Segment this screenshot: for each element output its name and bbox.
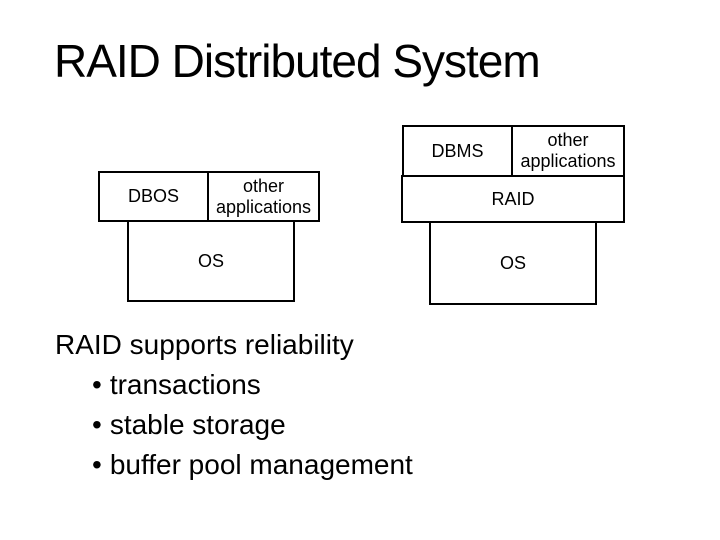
bullet-item: •transactions bbox=[55, 365, 413, 405]
bullet-item: •stable storage bbox=[55, 405, 413, 445]
bullet-item: •buffer pool management bbox=[55, 445, 413, 485]
raid-label: RAID bbox=[491, 188, 535, 209]
right-diagram-raid-box: RAID bbox=[401, 175, 625, 223]
right-diagram-os-box: OS bbox=[429, 221, 597, 305]
body-heading: RAID supports reliability bbox=[55, 329, 354, 360]
bullet-text: stable storage bbox=[109, 409, 286, 440]
bullet-marker-icon: • bbox=[92, 409, 102, 440]
bullet-marker-icon: • bbox=[92, 449, 102, 480]
other-applications-label: other applications bbox=[520, 130, 616, 171]
os-label: OS bbox=[499, 252, 526, 273]
left-diagram-other-applications-box: other applications bbox=[207, 171, 320, 222]
bullet-text: transactions bbox=[109, 369, 261, 400]
left-diagram-os-box: OS bbox=[127, 220, 295, 302]
body-text-block: RAID supports reliability •transactions … bbox=[55, 325, 413, 485]
dbms-label: DBMS bbox=[431, 140, 484, 161]
bullet-marker-icon: • bbox=[92, 369, 102, 400]
dbos-label: DBOS bbox=[127, 186, 179, 206]
right-diagram-other-applications-box: other applications bbox=[511, 125, 625, 177]
left-diagram-dbos-box: DBOS bbox=[98, 171, 209, 222]
bullet-text: buffer pool management bbox=[109, 449, 413, 480]
slide-title: RAID Distributed System bbox=[54, 35, 541, 87]
right-diagram-dbms-box: DBMS bbox=[402, 125, 513, 177]
os-label: OS bbox=[197, 250, 224, 271]
other-applications-label: other applications bbox=[215, 175, 312, 217]
